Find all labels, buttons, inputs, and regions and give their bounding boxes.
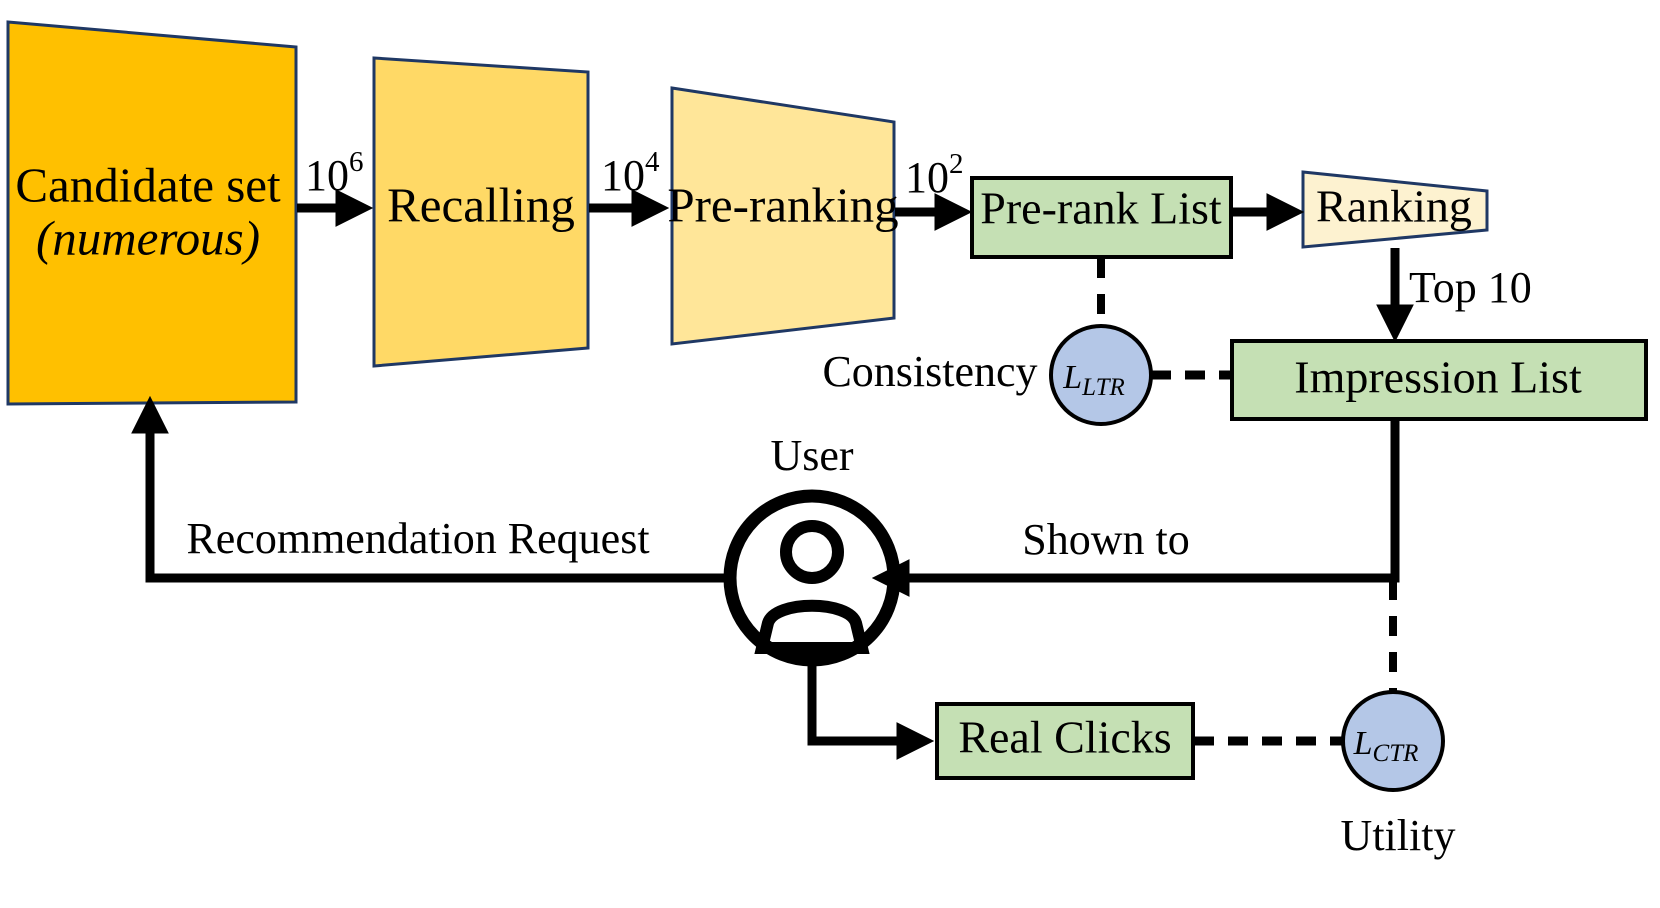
edge-label-10-pow-2-base: 10 <box>905 153 949 202</box>
user-head-icon <box>780 520 844 584</box>
edge-label-10-pow-6-exp: 6 <box>349 146 364 178</box>
edge-label-10-pow-4-exp: 4 <box>645 146 660 178</box>
loss-ltr-base: L <box>1062 359 1082 396</box>
arrow-impression-to-user <box>871 420 1400 597</box>
edge-label-10-pow-4: 104 <box>601 146 660 200</box>
pre-ranking-shape[interactable] <box>670 86 896 346</box>
arrow-user-to-real-clicks <box>807 666 935 760</box>
edge-label-10-pow-6-base: 10 <box>305 151 349 200</box>
loss-ltr-label: LLTR <box>1062 359 1125 401</box>
edge-label-10-pow-2: 102 <box>905 148 964 202</box>
loss-ctr-subscript: CTR <box>1373 740 1419 767</box>
impression-list-box[interactable] <box>1230 339 1648 421</box>
loss-ltr-subscript: LTR <box>1081 374 1125 401</box>
real-clicks-box[interactable] <box>935 702 1195 780</box>
arrow-user-to-candidate-set <box>131 395 726 583</box>
candidate-set-shape[interactable] <box>6 20 298 406</box>
recalling-shape[interactable] <box>372 56 590 368</box>
edge-label-top-10: Top 10 <box>1409 263 1532 312</box>
user-label: User <box>770 431 853 480</box>
real-clicks-label: Real Clicks <box>958 712 1171 763</box>
edge-label-10-pow-2-exp: 2 <box>949 148 964 180</box>
user-body-icon <box>754 599 870 654</box>
loss-ctr-base: L <box>1353 725 1373 762</box>
user-avatar-ring[interactable] <box>723 489 901 667</box>
edge-label-shown-to: Shown to <box>1022 515 1189 564</box>
edge-label-10-pow-6: 106 <box>305 146 364 200</box>
edge-label-10-pow-4-base: 10 <box>601 151 645 200</box>
impression-list-label: Impression List <box>1294 352 1582 403</box>
annotation-consistency: Consistency <box>822 347 1037 396</box>
pre-rank-list-label: Pre-rank List <box>980 183 1222 234</box>
annotation-utility: Utility <box>1341 811 1456 860</box>
loss-ctr-label: LCTR <box>1353 725 1419 767</box>
recalling-label: Recalling <box>387 177 575 232</box>
candidate-set-label-line1: Candidate set <box>15 157 281 212</box>
pre-ranking-label: Pre-ranking <box>667 177 898 232</box>
candidate-set-label-line2: (numerous) <box>36 210 260 265</box>
ranking-label: Ranking <box>1316 181 1472 232</box>
edge-label-recommendation-request: Recommendation Request <box>186 514 649 563</box>
